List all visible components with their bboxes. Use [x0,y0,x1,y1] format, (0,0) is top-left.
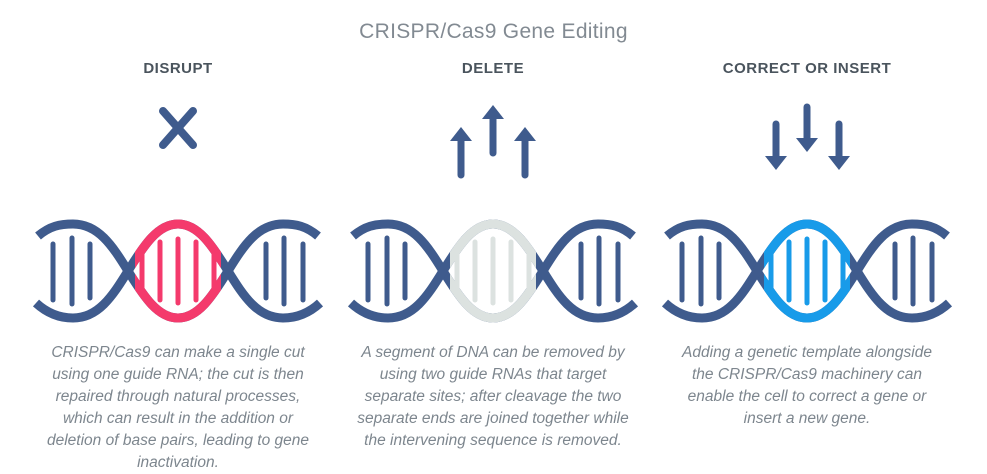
panel-description-correct-or-insert: Adding a genetic template alongside the … [682,344,932,427]
base-pair-bars [679,235,935,307]
dna-helix-delete [347,219,639,323]
base-pair-bars [50,235,306,307]
panel-heading-correct-or-insert: CORRECT OR INSERT [722,60,892,77]
arrows-down-icon [765,103,850,170]
panel-heading-disrupt: DISRUPT [143,60,213,77]
page-title: CRISPR/Cas9 Gene Editing [359,20,628,44]
base-pair-bars [365,235,621,307]
icon-zone-correct-or-insert [652,80,962,210]
x-cross-icon [159,107,197,149]
panel-description-delete: A segment of DNA can be removed by using… [357,344,629,449]
dna-helix-disrupt [32,219,324,323]
icon-zone-delete [338,80,648,210]
icon-zone-disrupt [23,80,333,210]
panel-disrupt: DISRUPT CRISPR/Cas [23,58,333,474]
dna-helix-correct-or-insert [661,219,953,323]
panel-correct-or-insert: CORRECT OR INSERT [652,58,962,430]
panel-heading-delete: DELETE [461,60,525,77]
panel-description-disrupt: CRISPR/Cas9 can make a single cut using … [47,344,309,471]
arrows-up-icon [450,105,536,179]
panel-delete: DELETE A [338,58,648,452]
